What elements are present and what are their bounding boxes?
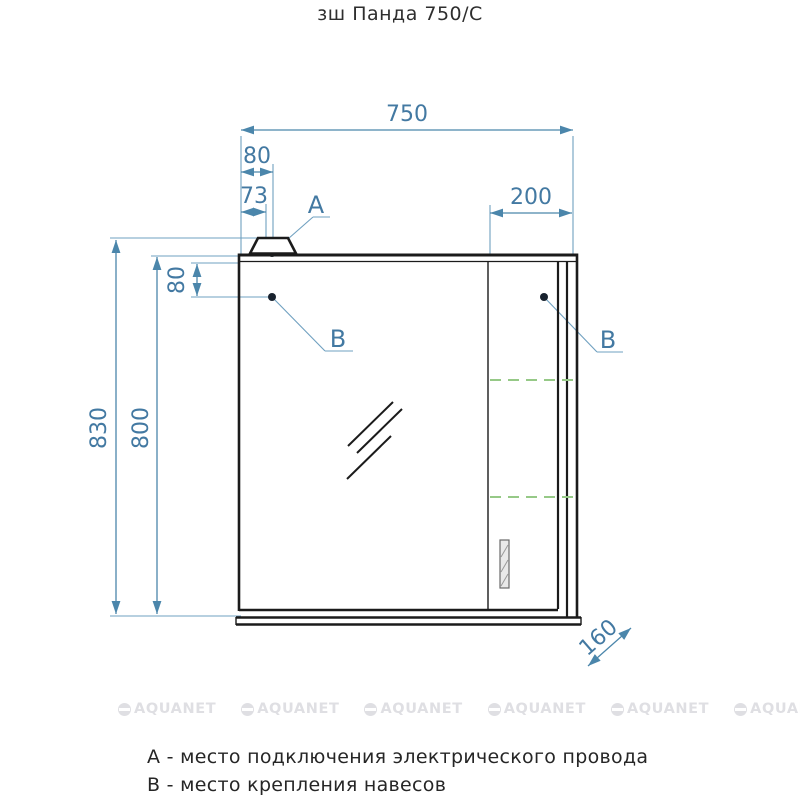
callout-b-right: B xyxy=(540,293,623,354)
callout-b-right-dot xyxy=(540,293,548,301)
aquanet-logo-icon xyxy=(364,702,378,716)
lamp xyxy=(247,236,299,255)
dim-height-total: 830 xyxy=(87,407,112,449)
callout-b-left-dot xyxy=(268,293,276,301)
watermark-text: AQUANET xyxy=(134,701,217,717)
aquanet-logo-icon xyxy=(610,702,624,716)
dimension-lines xyxy=(111,125,632,667)
dim-lamp-offset-outer: 80 xyxy=(243,144,271,169)
callout-a-label: A xyxy=(308,191,325,219)
watermark-row: AQUANET AQUANET AQUANET AQUANET AQUANET … xyxy=(118,701,800,717)
watermark-text: AQUANET xyxy=(750,701,800,717)
watermark: AQUANET xyxy=(364,701,462,717)
legend: А - место подключения электрического про… xyxy=(147,743,648,799)
page-title: зш Панда 750/С xyxy=(317,3,483,25)
watermark: AQUANET xyxy=(734,701,800,717)
aquanet-logo-icon xyxy=(734,702,748,716)
watermark: AQUANET xyxy=(610,701,710,717)
dim-height-body: 800 xyxy=(129,407,154,449)
mirror-glass-hatch xyxy=(346,401,403,480)
callout-b-left-label: B xyxy=(330,325,346,353)
cabinet-outline xyxy=(235,253,582,626)
dim-lamp-offset-inner: 73 xyxy=(240,184,268,209)
aquanet-logo-icon xyxy=(118,702,131,716)
dim-width-total: 750 xyxy=(386,102,428,127)
watermark-text: AQUANET xyxy=(257,701,340,717)
shelf-hidden-lines xyxy=(490,379,576,498)
callout-b-right-label: B xyxy=(600,326,616,354)
dim-depth: 160 xyxy=(575,615,623,661)
legend-line-b: В - место крепления навесов xyxy=(147,774,447,796)
dim-right-section-width: 200 xyxy=(510,185,552,210)
watermark: AQUANET xyxy=(487,701,586,717)
watermark-text: AQUANET xyxy=(503,701,586,717)
dim-hinge-top-offset: 80 xyxy=(165,266,190,294)
watermark: AQUANET xyxy=(118,701,216,717)
aquanet-logo-icon xyxy=(487,702,501,716)
door-handle xyxy=(499,539,510,589)
watermark: AQUANET xyxy=(241,701,339,717)
legend-line-a: А - место подключения электрического про… xyxy=(147,746,649,768)
callout-b-left: B xyxy=(268,293,353,353)
aquanet-logo-icon xyxy=(241,702,255,716)
watermark-text: AQUANET xyxy=(626,701,710,717)
watermark-text: AQUANET xyxy=(380,701,463,717)
